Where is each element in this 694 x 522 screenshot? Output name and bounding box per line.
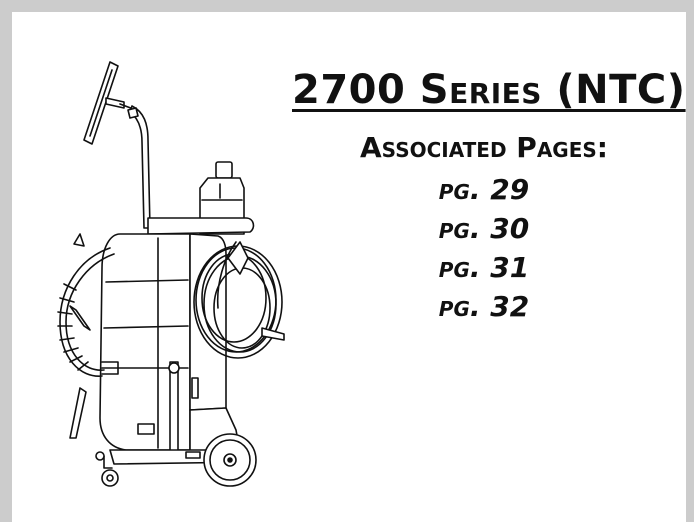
handle-icon — [147, 217, 255, 235]
page-prefix: pg. — [438, 212, 481, 245]
rear-wheel-icon — [203, 433, 257, 487]
page-number: 32 — [490, 290, 530, 323]
page-prefix: pg. — [438, 251, 481, 284]
page-number: 29 — [490, 173, 530, 206]
page-prefix: pg. — [438, 173, 481, 206]
page-number: 30 — [490, 212, 530, 245]
page-reference-31[interactable]: pg. 31 — [292, 254, 676, 282]
cleaning-machine-illustration — [57, 61, 285, 487]
associated-pages-heading: Associated Pages: — [360, 131, 608, 164]
page-prefix: pg. — [438, 290, 481, 323]
page-title: 2700 Series (NTC) — [292, 67, 686, 113]
page-list: pg. 29 pg. 30 pg. 31 pg. 32 — [292, 176, 676, 321]
page-reference-29[interactable]: pg. 29 — [292, 176, 676, 204]
wand-icon — [127, 105, 151, 229]
hose-icon — [57, 247, 119, 377]
page-reference-30[interactable]: pg. 30 — [292, 215, 676, 243]
page-reference-32[interactable]: pg. 32 — [292, 293, 676, 321]
caster-wheel-icon — [101, 455, 119, 487]
page-number: 31 — [490, 251, 530, 284]
floor-tool-icon — [83, 61, 137, 145]
cord-icon — [193, 241, 285, 359]
text-block: 2700 Series (NTC) Associated Pages: pg. … — [292, 68, 685, 337]
